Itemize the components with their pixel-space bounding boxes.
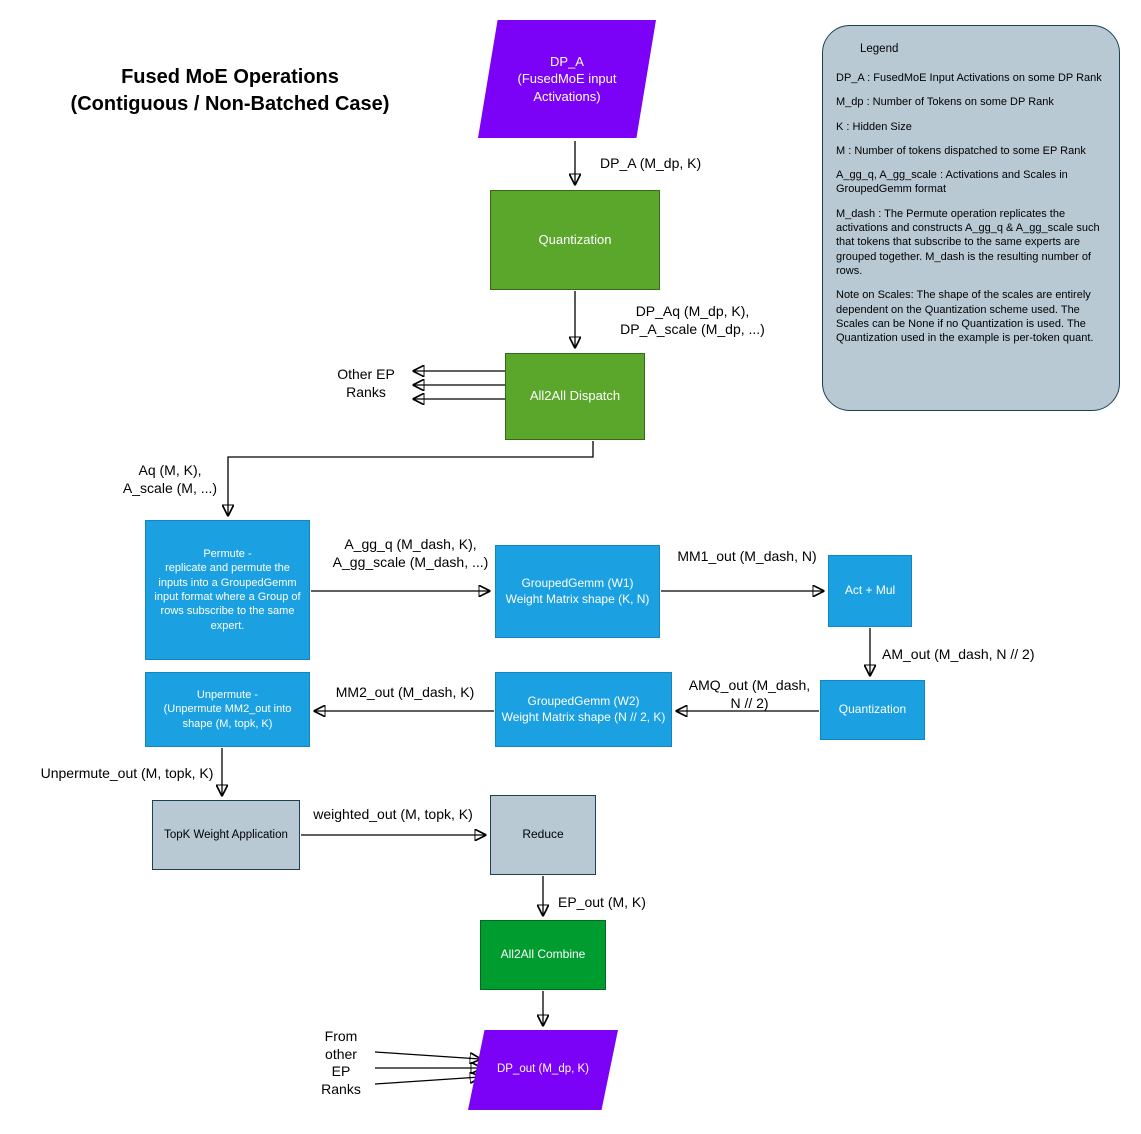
arrow-other-ep-to-dpout-1 [374, 1051, 480, 1059]
legend-title: Legend [860, 43, 899, 55]
node-grouped-gemm-w1-label: GroupedGemm (W1) Weight Matrix shape (K,… [505, 575, 650, 606]
node-reduce-label: Reduce [522, 827, 564, 842]
edge-label-quant-to-w2: AMQ_out (M_dash, N // 2) [688, 677, 811, 711]
legend-item-m-dash: M_dash : The Permute operation replicate… [836, 207, 1100, 277]
legend-item-m: M : Number of tokens dispatched to some … [836, 144, 1086, 157]
edge-label-dpa-to-quant: DP_A (M_dp, K) [600, 155, 702, 171]
node-all2all-combine: All2All Combine [480, 920, 606, 990]
legend-item-k: K : Hidden Size [836, 120, 912, 133]
node-dp-out-label: DP_out (M_dp, K) [496, 1063, 590, 1076]
node-topk-weight-application-label: TopK Weight Application [164, 828, 288, 841]
node-act-mul: Act + Mul [828, 555, 912, 627]
edge-label-actmul-to-quant: AM_out (M_dash, N // 2) [882, 646, 1035, 662]
edge-label-other-ep-ranks: Other EP Ranks [337, 366, 395, 400]
node-quantization-1: Quantization [490, 190, 660, 290]
edge-label-unpermute-to-topk: Unpermute_out (M, topk, K) [40, 765, 214, 781]
node-grouped-gemm-w2: GroupedGemm (W2) Weight Matrix shape (N … [495, 672, 672, 747]
legend-item-note-on-scales: Note on Scales: The shape of the scales … [836, 289, 1094, 345]
node-unpermute-label: Unpermute - (Unpermute MM2_out into shap… [163, 689, 292, 730]
node-quantization-1-label: Quantization [538, 231, 612, 247]
edge-label-reduce-to-combine: EP_out (M, K) [558, 894, 646, 910]
legend-item-m-dp: M_dp : Number of Tokens on some DP Rank [836, 96, 1054, 109]
node-all2all-combine-label: All2All Combine [500, 947, 586, 962]
node-quantization-2: Quantization [820, 680, 925, 740]
node-all2all-dispatch: All2All Dispatch [505, 353, 645, 440]
node-dp-out: DP_out (M_dp, K) [468, 1030, 618, 1110]
arrow-dispatch-to-permute [228, 441, 594, 515]
node-reduce: Reduce [490, 795, 596, 875]
legend-item-a-gg: A_gg_q, A_gg_scale : Activations and Sca… [836, 169, 1068, 196]
node-grouped-gemm-w1: GroupedGemm (W1) Weight Matrix shape (K,… [495, 545, 660, 638]
node-grouped-gemm-w2-label: GroupedGemm (W2) Weight Matrix shape (N … [501, 693, 666, 724]
node-all2all-dispatch-label: All2All Dispatch [529, 388, 621, 404]
node-unpermute: Unpermute - (Unpermute MM2_out into shap… [145, 672, 310, 747]
node-quantization-2-label: Quantization [838, 702, 907, 717]
node-dp-a-label: DP_A (FusedMoE input Activations) [517, 53, 617, 104]
legend-item-dp-a: DP_A : FusedMoE Input Activations on som… [836, 71, 1102, 84]
node-permute-label: Permute - replicate and permute the inpu… [154, 548, 301, 632]
edge-label-w2-to-unpermute: MM2_out (M_dash, K) [335, 684, 475, 700]
arrow-other-ep-to-dpout-3 [374, 1077, 480, 1085]
legend-panel: Legend DP_A : FusedMoE Input Activations… [822, 25, 1120, 411]
node-dp-a: DP_A (FusedMoE input Activations) [478, 20, 656, 138]
diagram-title: Fused MoE Operations (Contiguous / Non-B… [70, 66, 390, 115]
edge-label-w1-to-actmul: MM1_out (M_dash, N) [677, 548, 817, 564]
node-act-mul-label: Act + Mul [844, 583, 896, 598]
edge-label-from-other-ep-ranks: From other EP Ranks [321, 1028, 361, 1097]
edge-label-permute-to-w1: A_gg_q (M_dash, K), A_gg_scale (M_dash, … [332, 536, 489, 570]
node-permute: Permute - replicate and permute the inpu… [145, 520, 310, 660]
edge-label-quant-to-dispatch: DP_Aq (M_dp, K), DP_A_scale (M_dp, ...) [620, 303, 765, 337]
edge-label-dispatch-to-permute: Aq (M, K), A_scale (M, ...) [122, 462, 218, 496]
node-topk-weight-application: TopK Weight Application [152, 800, 300, 870]
edge-label-topk-to-reduce: weighted_out (M, topk, K) [313, 806, 473, 822]
